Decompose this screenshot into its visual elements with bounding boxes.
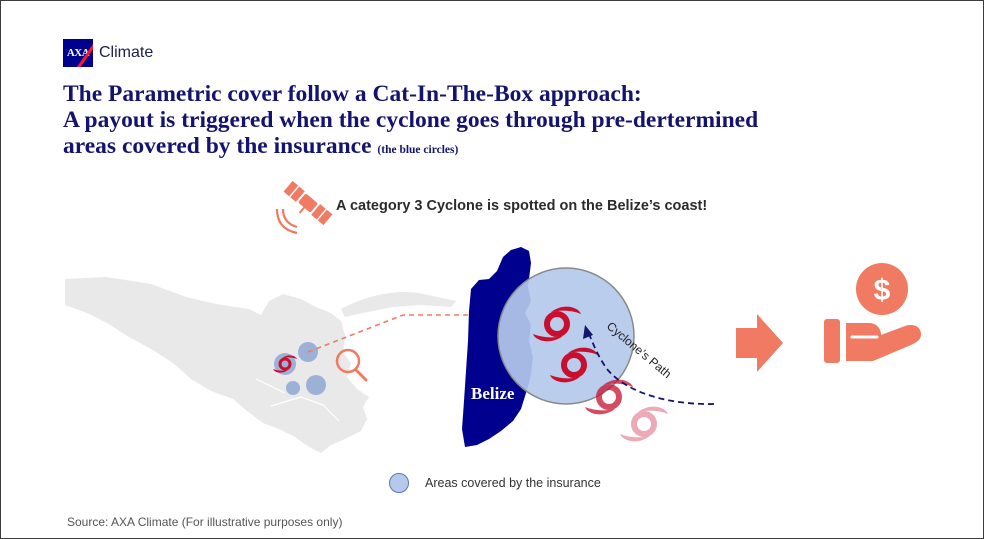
- title-line-3: areas covered by the insurance: [63, 133, 372, 159]
- legend-label: Areas covered by the insurance: [425, 476, 601, 490]
- central-america-map: [65, 277, 369, 453]
- coverage-circle: [286, 381, 300, 395]
- cyclone-icon: [273, 355, 297, 373]
- country-label: Belize: [471, 384, 515, 403]
- cuba-island: [341, 291, 456, 317]
- hand-dollar-icon: $: [824, 263, 921, 363]
- legend: Areas covered by the insurance: [389, 473, 601, 493]
- axa-logo-mark: AXA: [63, 39, 93, 67]
- cyclone-icon: [550, 347, 598, 383]
- title-note: (the blue circles): [377, 144, 459, 156]
- slide-title: The Parametric cover follow a Cat-In-The…: [63, 81, 923, 163]
- cyclone-icon: [533, 306, 581, 342]
- cyclone-icon: [585, 379, 633, 415]
- alert-text: A category 3 Cyclone is spotted on the B…: [336, 198, 708, 214]
- coverage-circle: [274, 353, 296, 375]
- title-line-2: A payout is triggered when the cyclone g…: [63, 107, 759, 133]
- legend-swatch: [389, 473, 409, 493]
- satellite-icon: [283, 180, 333, 226]
- cyclone-path: [588, 333, 715, 405]
- title-line-1: The Parametric cover follow a Cat-In-The…: [63, 81, 642, 107]
- svg-text:$: $: [874, 274, 891, 307]
- cyclone-path-arrowhead: [583, 325, 593, 339]
- cyclone-icon: [620, 406, 668, 442]
- coverage-circle: [306, 375, 326, 395]
- satellite-signal: [281, 208, 298, 229]
- satellite-signal: [275, 208, 298, 235]
- magnifier-icon: [335, 348, 368, 382]
- arrow-right-icon: [736, 314, 783, 372]
- axa-climate-logo: AXA Climate: [63, 39, 153, 67]
- source-note: Source: AXA Climate (For illustrative pu…: [67, 515, 343, 529]
- brand-name: Climate: [99, 44, 154, 61]
- coverage-circle-large: [497, 267, 635, 405]
- zoom-connector: [307, 314, 469, 353]
- region-borders: [255, 378, 340, 422]
